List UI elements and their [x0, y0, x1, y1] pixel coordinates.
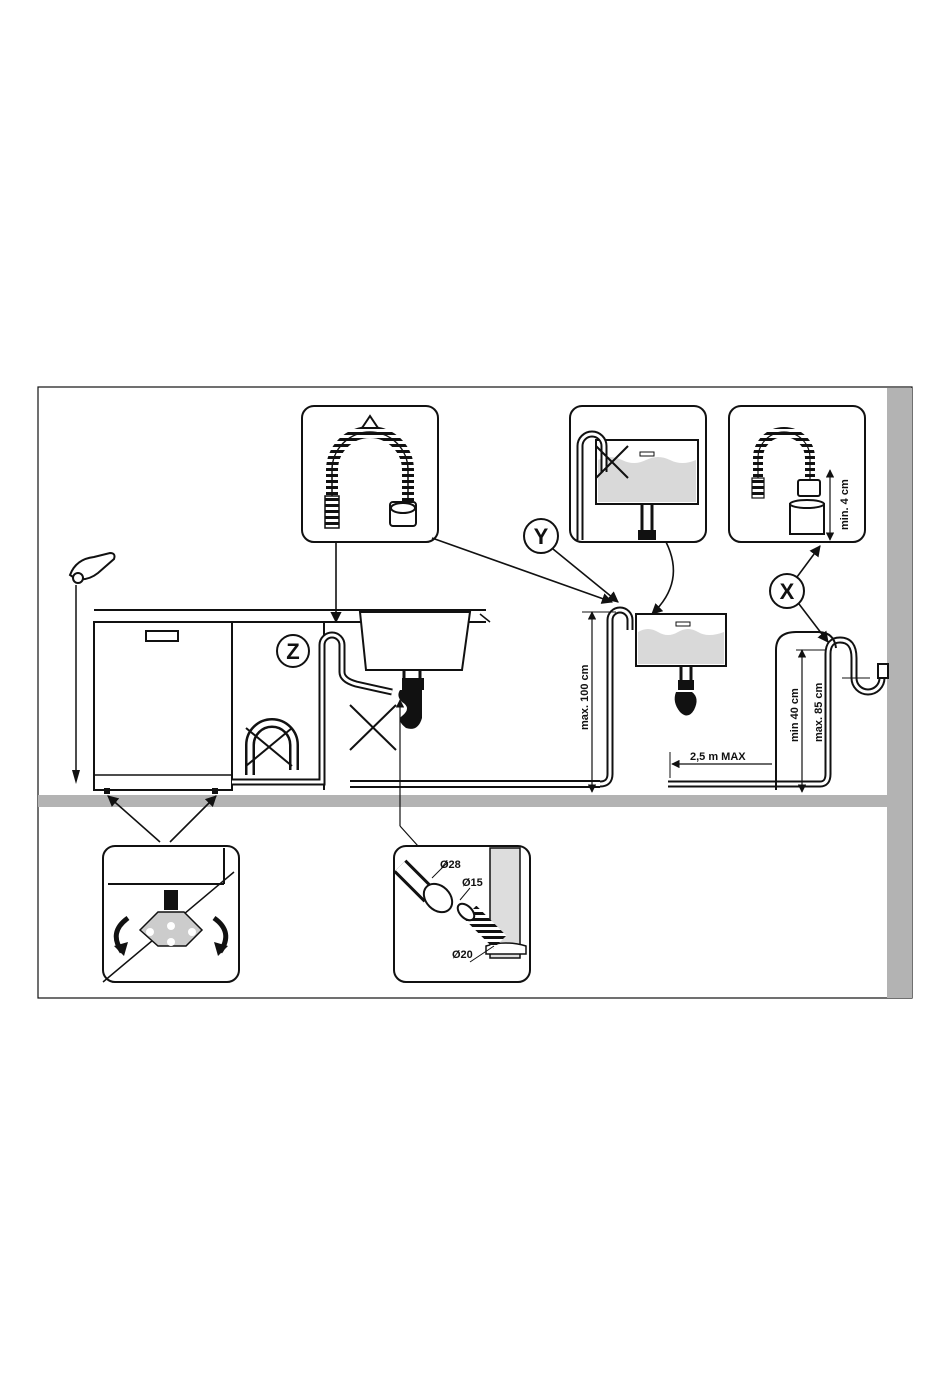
panel-min-4cm: min. 4 cm [729, 406, 865, 542]
dishwasher-handle [146, 631, 178, 641]
label-min-40: min 40 cm [789, 688, 801, 742]
label-d28: Ø28 [440, 859, 461, 871]
wall [887, 388, 912, 998]
label-d20: Ø20 [452, 949, 473, 961]
panel-pipe-diameter: Ø28 Ø15 Ø20 [394, 846, 530, 982]
label-min-4: min. 4 cm [839, 479, 851, 530]
panel-hose-in-sink [570, 406, 706, 542]
marker-y: Y [534, 524, 549, 549]
floor [38, 795, 912, 807]
label-max-100: max. 100 cm [579, 664, 591, 730]
panel-hose-holder [302, 406, 438, 542]
marker-z: Z [286, 639, 299, 664]
panel-foot-adjust [103, 846, 239, 982]
label-max-85: max. 85 cm [813, 682, 825, 742]
marker-x: X [780, 579, 795, 604]
label-2-5m: 2,5 m MAX [690, 751, 746, 763]
label-d15: Ø15 [462, 877, 483, 889]
